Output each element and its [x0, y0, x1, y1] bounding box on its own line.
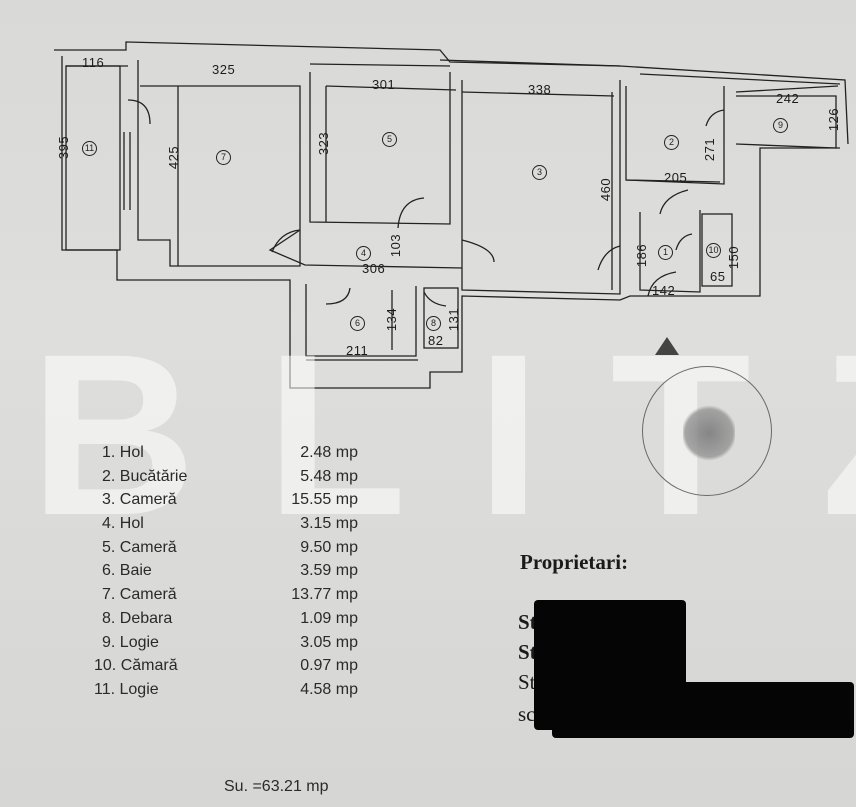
dimension-label: 65	[710, 269, 726, 284]
dimension-label: 395	[56, 135, 72, 160]
room-name: 11. Logie	[94, 680, 159, 698]
room-row: 11. Logie 4.58 mp	[94, 680, 362, 705]
room-area-list: 1. Hol 2.48 mp 2. Bucătărie 5.48 mp 3. Cam…	[94, 444, 362, 705]
dimension-label: 425	[166, 145, 182, 170]
room-name: 6. Baie	[102, 562, 152, 580]
floor-plan-drawing	[54, 41, 849, 389]
room-area: 3.15 mp	[300, 515, 358, 533]
owners-heading: Proprietari:	[520, 550, 629, 574]
room-row: 3. Cameră 15.55 mp	[102, 491, 362, 515]
room-area: 3.59 mp	[300, 562, 358, 580]
room-marker-1: 1	[658, 245, 673, 260]
room-name: 1. Hol	[102, 444, 144, 461]
room-marker-9: 9	[773, 118, 788, 133]
owner-line: St	[518, 610, 537, 634]
dimension-label: 186	[634, 243, 650, 268]
room-area: 13.77 mp	[291, 586, 358, 604]
room-name: 10. Cămară	[94, 657, 178, 675]
room-marker-3: 3	[532, 165, 547, 180]
dimension-label: 103	[388, 233, 404, 258]
dimension-label: 142	[652, 283, 676, 298]
dimension-label: 271	[702, 137, 718, 162]
dimension-label: 301	[372, 77, 396, 92]
room-row: 8. Debara 1.09 mp	[102, 610, 362, 634]
room-row: 2. Bucătărie 5.48 mp	[102, 468, 362, 492]
room-name: 4. Hol	[102, 515, 144, 533]
room-row: 4. Hol 3.15 mp	[102, 515, 362, 539]
dimension-label: 211	[346, 343, 369, 358]
cadastre-stamp-icon	[642, 366, 772, 496]
room-area: 15.55 mp	[291, 491, 358, 509]
dimension-label: 82	[428, 333, 444, 348]
dimension-label: 205	[664, 170, 688, 185]
owner-line: St	[518, 640, 537, 664]
coat-of-arms-icon	[683, 403, 735, 463]
room-area: 3.05 mp	[300, 633, 358, 651]
room-marker-11: 11	[82, 141, 97, 156]
room-row: 7. Cameră 13.77 mp	[102, 586, 362, 610]
dimension-label: 306	[362, 261, 386, 276]
room-name: 3. Cameră	[102, 491, 177, 509]
total-area: Su. =63.21 mp	[224, 778, 329, 795]
room-marker-5: 5	[382, 132, 397, 147]
room-name: 2. Bucătărie	[102, 467, 188, 485]
room-row: 9. Logie 3.05 mp	[102, 634, 362, 658]
room-row: 1. Hol 2.48 mp	[102, 444, 362, 468]
room-marker-4: 4	[356, 246, 371, 261]
room-name: 7. Cameră	[102, 586, 177, 604]
dimension-label: 338	[528, 82, 552, 97]
dimension-label: 242	[776, 91, 800, 106]
dimension-label: 323	[316, 131, 332, 156]
room-marker-2: 2	[664, 135, 679, 150]
owner-line: sc	[518, 702, 536, 726]
dimension-label: 325	[212, 62, 236, 77]
dimension-label: 150	[726, 245, 742, 270]
north-arrow-icon	[655, 337, 679, 355]
room-row: 6. Baie 3.59 mp	[102, 562, 362, 586]
dimension-label: 116	[82, 55, 105, 70]
room-marker-8: 8	[426, 316, 441, 331]
room-area: 1.09 mp	[300, 609, 358, 627]
room-marker-10: 10	[706, 243, 721, 258]
room-area: 0.97 mp	[300, 657, 358, 675]
room-marker-7: 7	[216, 150, 231, 165]
room-area: 5.48 mp	[300, 467, 358, 485]
room-area: 9.50 mp	[300, 538, 358, 556]
room-area: 4.58 mp	[300, 680, 358, 698]
redaction-block	[552, 682, 854, 738]
room-name: 8. Debara	[102, 609, 173, 627]
room-marker-6: 6	[350, 316, 365, 331]
room-name: 9. Logie	[102, 633, 159, 651]
owner-line: St	[518, 670, 536, 694]
room-row: 10. Cămară 0.97 mp	[94, 657, 362, 681]
dimension-label: 126	[826, 107, 842, 132]
room-area: 2.48 mp	[300, 444, 358, 461]
room-row: 5. Cameră 9.50 mp	[102, 539, 362, 563]
room-name: 5. Cameră	[102, 538, 177, 556]
dimension-label: 460	[598, 177, 614, 202]
